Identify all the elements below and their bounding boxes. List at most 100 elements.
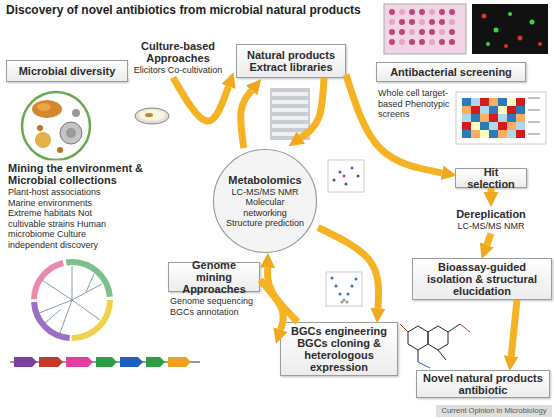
heatmap-image-part [516, 122, 525, 130]
node-heading: Novel natural products antibiotic [421, 372, 545, 396]
diagram-title: Discovery of novel antibiotics from micr… [6, 3, 361, 17]
node-body: Elicitors Co-cultivation [130, 65, 226, 76]
node-heading: Mining the environment & Microbial colle… [8, 162, 166, 186]
screening-plate-part [439, 39, 445, 45]
fluorescence-image-part [472, 4, 548, 54]
heatmap-image-part [471, 114, 480, 122]
heatmap-image [456, 92, 546, 144]
heatmap-image-part [462, 98, 471, 106]
heatmap-image-part [507, 130, 516, 138]
screening-plate-part [449, 9, 455, 15]
watermark: Current Opinion in Microbiology [436, 405, 552, 417]
heatmap-image-part [489, 98, 498, 106]
heatmap-image-part [498, 114, 507, 122]
cycle-arrow [301, 78, 324, 138]
process-box: Microbial diversity [6, 60, 128, 82]
phylogenetic-tree-part [44, 310, 60, 324]
stage-text-group: Mining the environment & Microbial colle… [6, 160, 168, 252]
heatmap-image-part [507, 98, 516, 106]
gene-cluster [10, 357, 200, 367]
screening-plate-part [399, 39, 405, 45]
gene-cluster-part [168, 357, 191, 367]
screening-plate-part [399, 9, 405, 15]
volcano-plot-image-part [339, 293, 342, 296]
phylogenetic-tree-part [34, 262, 110, 338]
process-box: Antibacterial screening [376, 62, 526, 82]
fluorescence-image-part [494, 28, 499, 33]
molecule-structure-part [408, 326, 428, 350]
heatmap-image-part [462, 122, 471, 130]
heatmap-image-part [480, 106, 489, 114]
screening-plate-part [409, 9, 415, 15]
volcano-plot-image-part [346, 301, 349, 304]
heatmap-image-part [471, 106, 480, 114]
heatmap-image-part [480, 130, 489, 138]
node-heading: BGCs engineering BGCs cloning & heterolo… [285, 325, 393, 373]
process-box: Genome mining Approaches [168, 262, 260, 292]
extract-library-photo-part [272, 100, 308, 104]
phylogenetic-tree-part [34, 262, 110, 338]
phylogenetic-tree-part [42, 280, 72, 300]
screening-plate-part [389, 29, 395, 35]
screening-plate-part [419, 39, 425, 45]
petri-dish-part [139, 110, 165, 121]
petri-dish-part [135, 108, 169, 124]
heatmap-image-part [507, 106, 516, 114]
heatmap-image-part [456, 92, 546, 144]
scatter-plot-image-part [328, 160, 364, 192]
heatmap-image-part [507, 114, 516, 122]
microbe-illustration-part [57, 147, 63, 153]
screening-plate [384, 4, 466, 54]
screening-plate-part [429, 39, 435, 45]
scatter-plot-image-part [345, 183, 348, 186]
node-heading: Culture-based Approaches [130, 40, 226, 64]
volcano-plot-image-part [355, 278, 358, 281]
node-heading: Microbial diversity [11, 65, 123, 77]
node-heading: Antibacterial screening [381, 66, 521, 78]
heatmap-image-part [489, 122, 498, 130]
volcano-plot-image-part [331, 277, 334, 280]
volcano-plot-image-part [326, 272, 362, 306]
microbe-illustration-part [60, 122, 82, 144]
volcano-plot-image [326, 272, 362, 306]
heatmap-image-part [462, 130, 471, 138]
phylogenetic-tree-part [72, 300, 100, 320]
heatmap-image-part [516, 130, 525, 138]
screening-plate-part [439, 19, 445, 25]
fluorescence-image [472, 4, 548, 54]
molecule-structure-part [448, 324, 460, 332]
screening-plate-part [429, 29, 435, 35]
process-box: BGCs engineering BGCs cloning & heterolo… [280, 322, 398, 376]
petri-dish [135, 108, 169, 124]
heatmap-image-part [516, 114, 525, 122]
molecule-structure-part [400, 324, 408, 332]
molecule-structure-part [418, 350, 419, 362]
extract-library-photo-part [272, 92, 308, 96]
screening-plate-part [384, 4, 466, 54]
node-heading: Hit selection [460, 166, 522, 190]
microbe-illustration-part [37, 103, 51, 111]
volcano-plot-image-part [351, 285, 354, 288]
circle-outline-shape [214, 150, 317, 253]
scatter-plot-image-part [357, 175, 360, 178]
heatmap-image-part [462, 106, 471, 114]
microbe-illustration-part [32, 100, 62, 118]
heatmap-image-part [498, 130, 507, 138]
molecule-structure-part [460, 324, 470, 332]
process-box: Natural products Extract libraries [236, 44, 346, 78]
heatmap-image-part [489, 130, 498, 138]
microbe-illustration-part [35, 132, 51, 148]
node-heading: Metabolomics [224, 174, 306, 186]
process-box: Novel natural products antibiotic [416, 370, 550, 398]
phylogenetic-tree-part [60, 300, 72, 333]
heatmap-image-part [498, 106, 507, 114]
heatmap-image-part [462, 114, 471, 122]
gene-cluster-part [39, 357, 63, 367]
heatmap-image-part [498, 122, 507, 130]
extract-library-photo [270, 88, 310, 140]
heatmap-image-part [471, 122, 480, 130]
fluorescence-image-part [538, 42, 542, 46]
cycle-arrow [173, 78, 229, 122]
cycle-arrow [260, 280, 283, 330]
extract-library-photo-part [270, 88, 310, 140]
